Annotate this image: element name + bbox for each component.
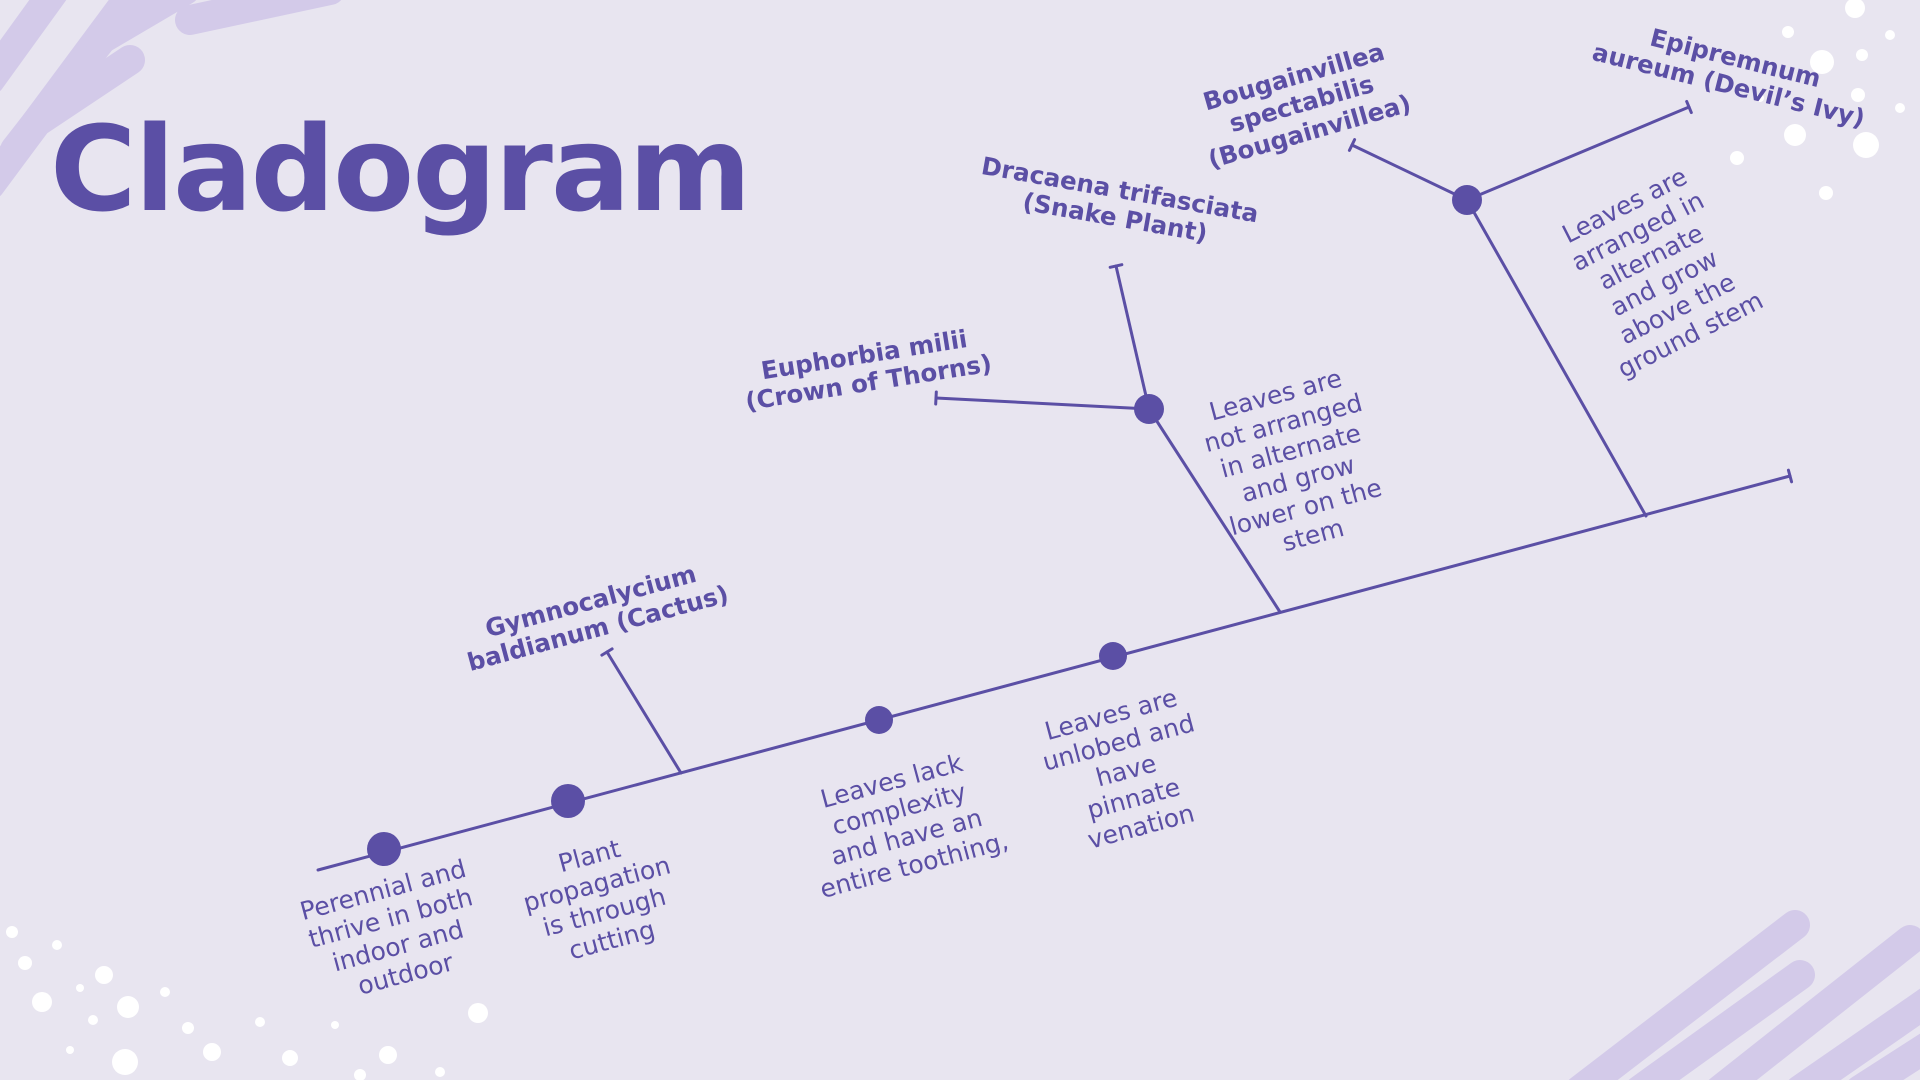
brush-stroke <box>1848 1033 1920 1080</box>
branch-end-cap <box>1347 138 1357 152</box>
brush-stroke <box>175 0 342 35</box>
brush-stroke <box>1788 988 1920 1080</box>
brush-stroke <box>0 0 67 92</box>
speckle <box>1885 30 1895 40</box>
branch-snake-plant <box>1114 264 1151 411</box>
branch-cactus <box>605 650 683 775</box>
trait-node <box>865 706 893 734</box>
branch-crown-of-thorns <box>934 396 1151 411</box>
brush-strokes-top-left <box>0 0 342 197</box>
brush-stroke <box>1628 960 1815 1080</box>
speckle <box>1782 26 1794 38</box>
speckle <box>282 1050 298 1066</box>
speckle <box>52 940 62 950</box>
speckle <box>18 956 32 970</box>
speckle <box>1851 88 1865 102</box>
branch-end-cap <box>600 647 614 657</box>
speckle <box>76 984 84 992</box>
speckle <box>468 1003 488 1023</box>
speckle <box>1856 49 1868 61</box>
speckle <box>95 966 113 984</box>
branch-bougainvillea <box>1350 143 1469 202</box>
speckle <box>255 1017 265 1027</box>
speckle <box>6 926 18 938</box>
speckle <box>160 987 170 997</box>
brush-strokes-bottom-right <box>1568 910 1920 1080</box>
speckle <box>379 1046 397 1064</box>
speckle <box>1784 124 1806 146</box>
branch-end-cap <box>1685 99 1693 115</box>
trait-node <box>367 832 401 866</box>
speckle <box>1730 151 1744 165</box>
speckle <box>1810 50 1834 74</box>
brush-stroke <box>1708 925 1920 1080</box>
brush-stroke <box>85 0 197 55</box>
speckle <box>203 1043 221 1061</box>
branch-snake-crown-clade <box>1147 407 1282 614</box>
brush-stroke <box>1568 910 1810 1080</box>
speckle <box>435 1067 445 1077</box>
speckle <box>1756 94 1764 102</box>
speckle <box>1853 132 1879 158</box>
speckle <box>32 992 52 1012</box>
trait-node <box>1452 185 1482 215</box>
speckle <box>112 1049 138 1075</box>
branch-bougainvillea-ivy-clade <box>1465 198 1648 518</box>
branch-devils-ivy <box>1465 105 1691 202</box>
speckle <box>66 1046 74 1054</box>
page-title: Cladogram <box>50 100 751 238</box>
speckle <box>1895 103 1905 113</box>
speckle <box>1819 186 1833 200</box>
branch-end-cap <box>934 390 938 406</box>
brush-stroke <box>25 45 145 135</box>
speckles-top-right <box>1730 0 1905 200</box>
speckle <box>354 1069 366 1080</box>
speckle <box>117 996 139 1018</box>
trait-node <box>1134 394 1164 424</box>
branch-end-cap <box>1108 263 1124 269</box>
trait-node <box>1099 642 1127 670</box>
speckle <box>182 1022 194 1034</box>
main-trunk <box>316 474 1792 872</box>
trait-node <box>551 784 585 818</box>
speckle <box>1845 0 1865 18</box>
branch-end-cap <box>1786 468 1794 484</box>
speckle <box>331 1021 339 1029</box>
speckle <box>88 1015 98 1025</box>
speckles-bottom-left <box>6 926 488 1080</box>
